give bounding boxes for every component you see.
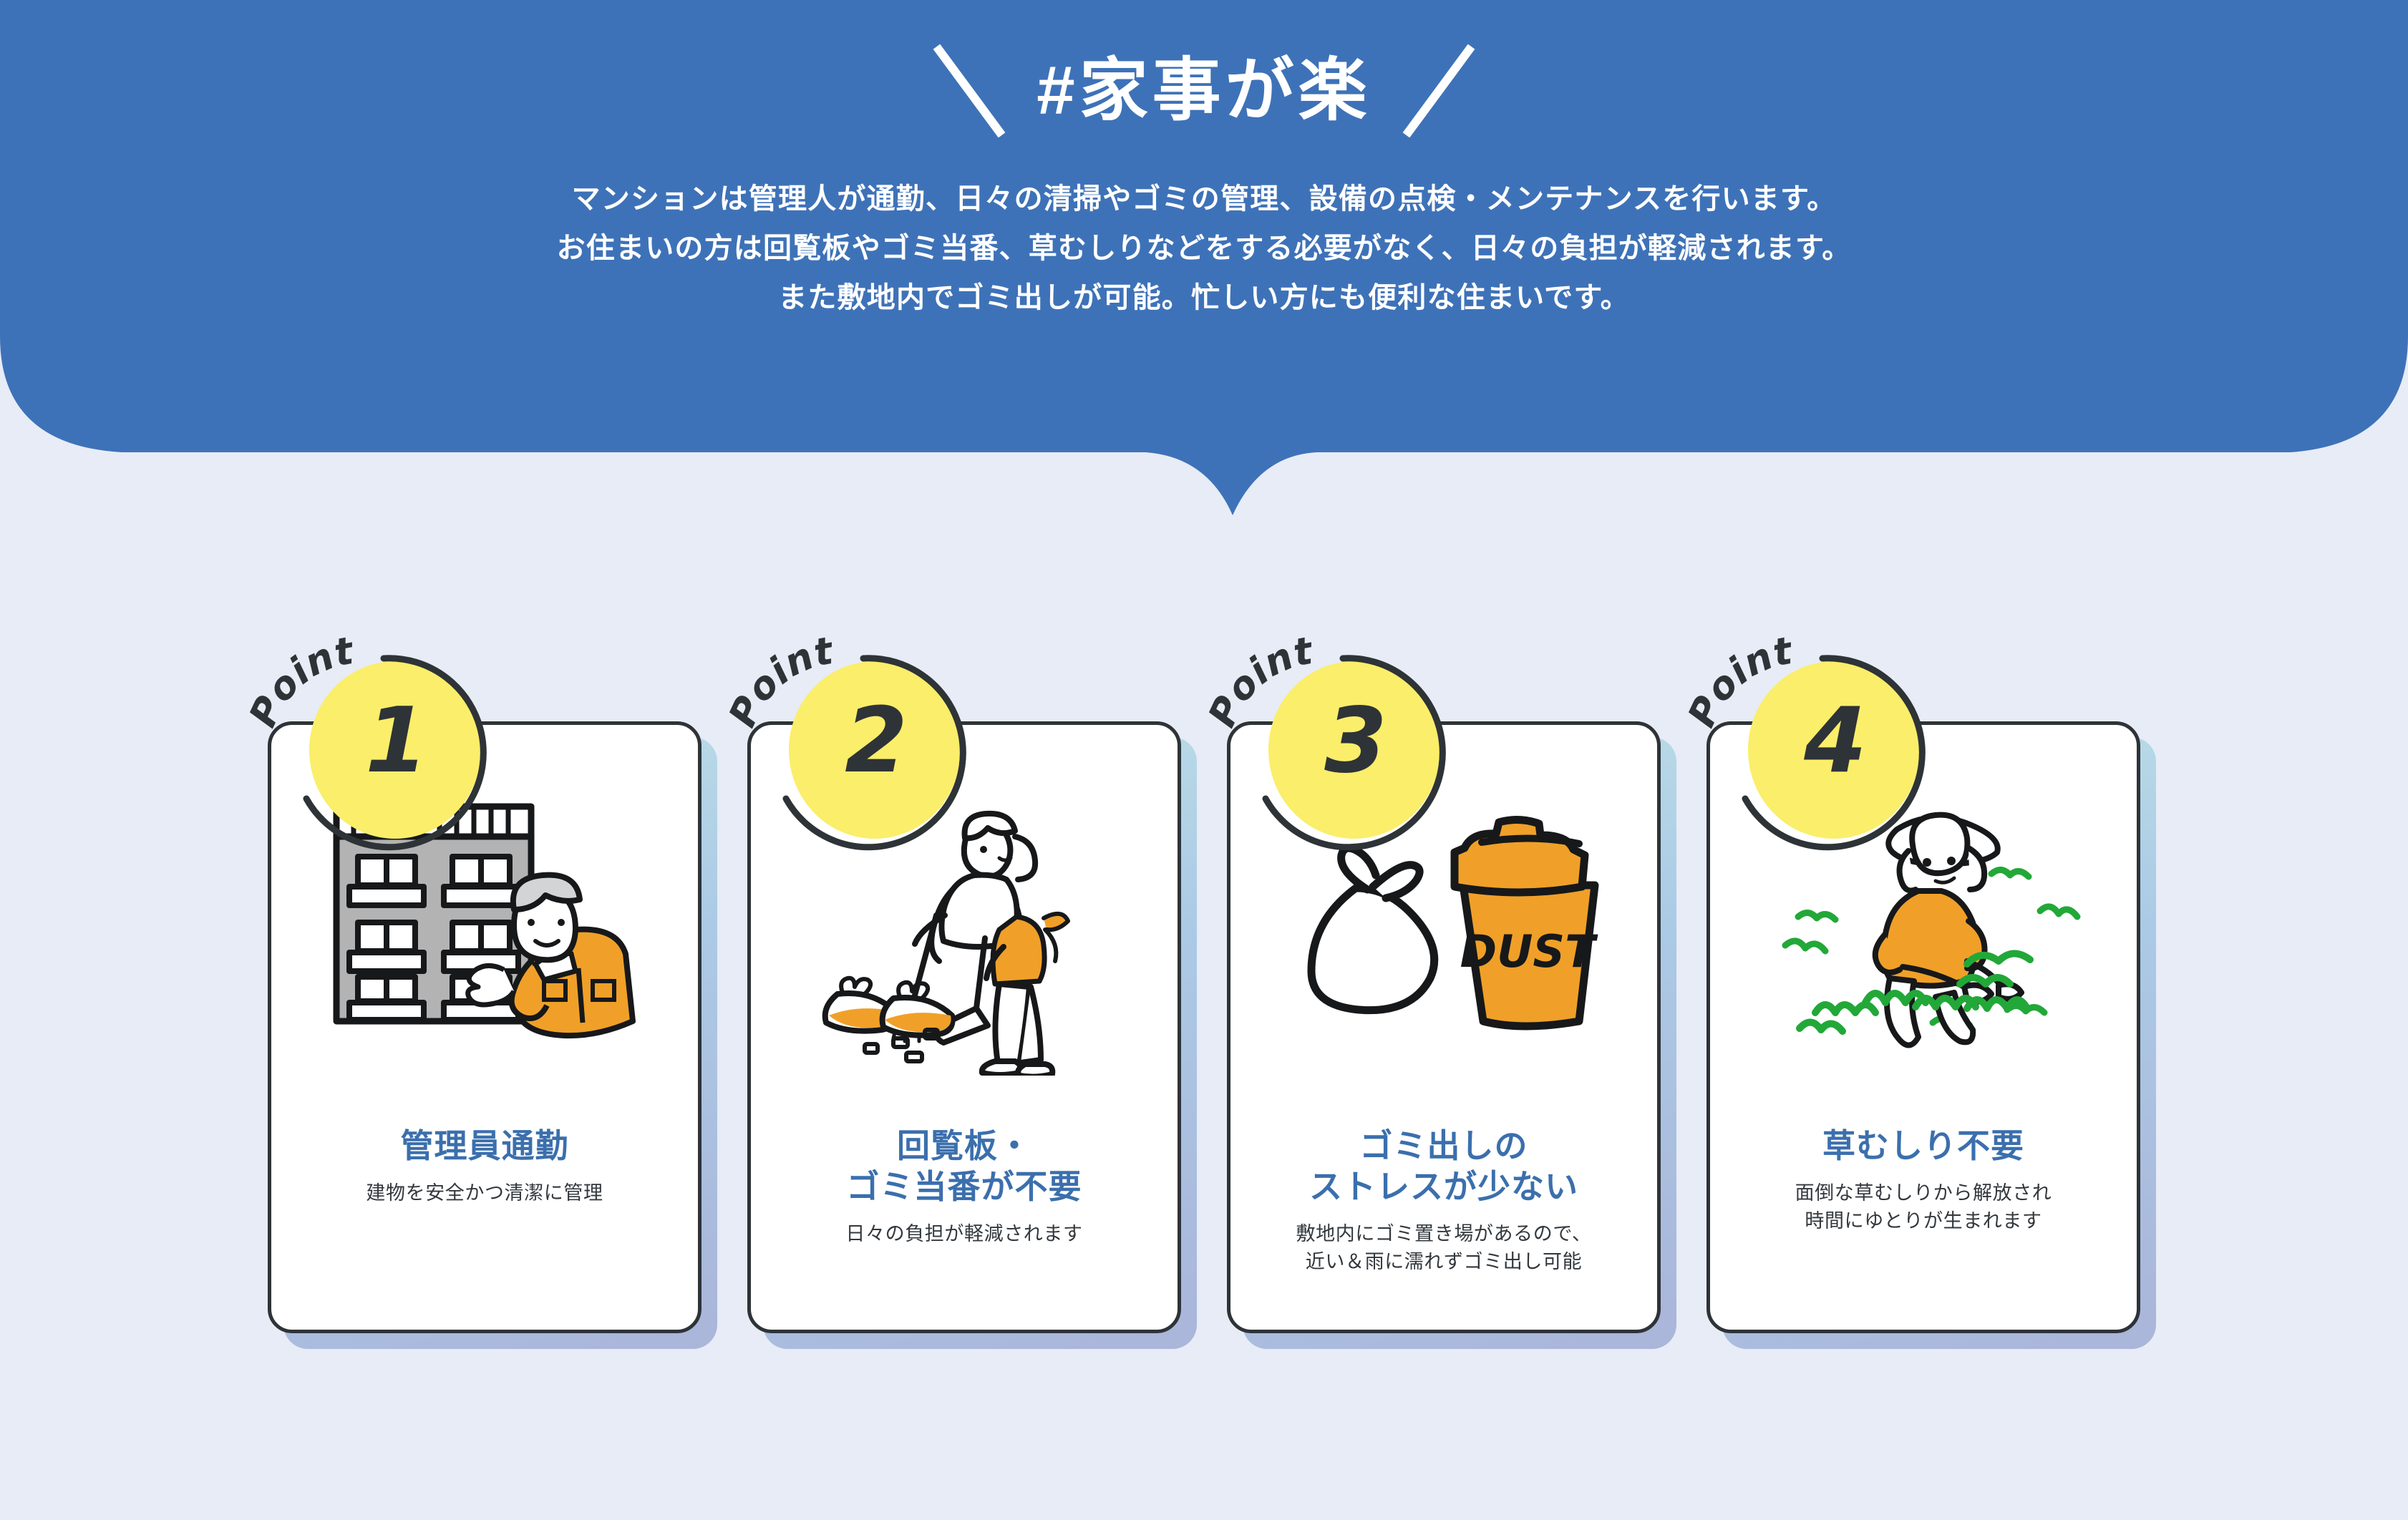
card-surface: 管理員通勤 建物を安全かつ清潔に管理 [268, 721, 701, 1333]
illustration-weeding-woman [1710, 725, 2137, 1126]
card-subtitle-line-2: 時間にゆとりが生まれます [1805, 1210, 2042, 1232]
card-title: 回覧板・ [897, 1127, 1031, 1164]
point-card-list: 管理員通勤 建物を安全かつ清潔に管理 Point 1 [0, 630, 2408, 1349]
hero-banner: #家事が楽 マンションは管理人が通勤、日々の清掃やゴミの管理、設備の点検・メンテ… [0, 0, 2408, 530]
point-number: 3 [1324, 688, 1387, 793]
card-title: 管理員通勤 [400, 1127, 569, 1164]
point-badge: Point 2 [723, 630, 981, 866]
left-slash-icon [933, 44, 1006, 137]
card-subtitle: 敷地内にゴミ置き場があるので、 近い＆雨に濡れずゴミ出し可能 [1242, 1220, 1646, 1277]
point-number: 2 [845, 688, 908, 793]
card-subtitle: 日々の負担が軽減されます [845, 1223, 1083, 1245]
point-card-2[interactable]: 回覧板・ ゴミ当番が不要 日々の負担が軽減されます Point 2 [723, 630, 1197, 1349]
right-slash-icon [1402, 44, 1475, 137]
dust-bin-label: DUST [1460, 925, 1598, 978]
point-badge: Point 4 [1682, 630, 1940, 866]
point-card-1[interactable]: 管理員通勤 建物を安全かつ清潔に管理 Point 1 [243, 630, 717, 1349]
hero-banner-shape [0, 0, 2408, 515]
point-badge: Point 1 [243, 630, 501, 866]
card-surface: DUST ゴミ出しの ストレスが少ない 敷地内にゴミ置き場があるので、 近い＆雨… [1227, 721, 1661, 1333]
illustration-woman-sweeping [751, 725, 1178, 1126]
card-subtitle: 面倒な草むしりから解放され 時間にゆとりが生まれます [1722, 1179, 2125, 1236]
card-title: ゴミ出しの [1359, 1127, 1528, 1164]
card-subtitle-line-1: 面倒な草むしりから解放され [1795, 1182, 2052, 1204]
card-title-line-2: ゴミ当番が不要 [846, 1168, 1082, 1206]
point-number: 4 [1804, 688, 1867, 793]
card-subtitle: 建物を安全かつ清潔に管理 [366, 1182, 603, 1204]
card-title-line-2: ストレスが少ない [1309, 1168, 1578, 1206]
card-text: 管理員通勤 建物を安全かつ清潔に管理 [271, 1126, 698, 1207]
point-card-4[interactable]: 草むしり不要 面倒な草むしりから解放され 時間にゆとりが生まれます Point [1682, 630, 2156, 1349]
card-text: ゴミ出しの ストレスが少ない 敷地内にゴミ置き場があるので、 近い＆雨に濡れずゴ… [1230, 1126, 1657, 1277]
illustration-dust-bin: DUST [1230, 725, 1657, 1126]
card-text: 回覧板・ ゴミ当番が不要 日々の負担が軽減されます [751, 1126, 1178, 1248]
card-title: 草むしり不要 [1822, 1127, 2024, 1164]
hero-title-row: #家事が楽 [0, 44, 2408, 137]
card-surface: 草むしり不要 面倒な草むしりから解放され 時間にゆとりが生まれます [1707, 721, 2140, 1333]
hero-description-line-3: また敷地内でゴミ出しが可能。忙しい方にも便利な住まいです。 [778, 281, 1630, 313]
point-badge: Point 3 [1203, 630, 1460, 866]
card-surface: 回覧板・ ゴミ当番が不要 日々の負担が軽減されます [747, 721, 1181, 1333]
point-number: 1 [365, 688, 428, 793]
hero-description: マンションは管理人が通勤、日々の清掃やゴミの管理、設備の点検・メンテナンスを行い… [0, 175, 2408, 322]
hero-description-line-2: お住まいの方は回覧板やゴミ当番、草むしりなどをする必要がなく、日々の負担が軽減さ… [556, 232, 1852, 264]
point-card-3[interactable]: DUST ゴミ出しの ストレスが少ない 敷地内にゴミ置き場があるので、 近い＆雨… [1203, 630, 1676, 1349]
card-subtitle-line-2: 近い＆雨に濡れずゴミ出し可能 [1305, 1251, 1583, 1273]
page-title: #家事が楽 [1036, 52, 1372, 129]
hero-description-line-1: マンションは管理人が通勤、日々の清掃やゴミの管理、設備の点検・メンテナンスを行い… [571, 183, 1837, 215]
card-text: 草むしり不要 面倒な草むしりから解放され 時間にゆとりが生まれます [1710, 1126, 2137, 1236]
card-subtitle-line-1: 敷地内にゴミ置き場があるので、 [1296, 1223, 1592, 1245]
